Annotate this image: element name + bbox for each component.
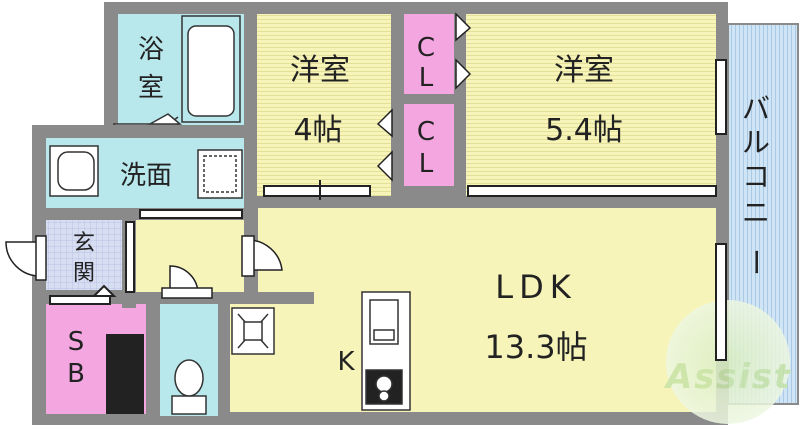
kitchen-counter-icon xyxy=(361,291,411,411)
entrance-area xyxy=(46,220,122,290)
western-54-size: 5.4帖 xyxy=(545,113,623,148)
washroom-label: 洗面 xyxy=(120,161,172,191)
balcony-label-3: コ xyxy=(742,160,770,193)
western-4-label: 洋室 xyxy=(290,53,350,88)
closet-door-1-icon xyxy=(455,12,472,90)
shoe-cabinet-icon xyxy=(106,334,144,414)
door-window-lines xyxy=(49,59,727,361)
western-4-size: 4帖 xyxy=(293,113,342,148)
balcony-label-1: バ xyxy=(742,92,770,125)
closet-1-label-2: L xyxy=(419,63,434,93)
balcony-label-5: ー xyxy=(739,248,772,276)
bath-label-1: 浴 xyxy=(138,35,164,65)
entrance-label-2: 関 xyxy=(73,261,95,286)
balcony-label-4: ニ xyxy=(742,196,770,229)
bathtub-icon xyxy=(181,15,241,123)
ldk-label: LDK xyxy=(495,268,576,306)
watermark-text: Assist xyxy=(663,357,792,397)
kitchen-label: K xyxy=(337,347,355,377)
bath-label-2: 室 xyxy=(138,73,164,103)
closet-1-label-1: C xyxy=(417,33,435,63)
fixtures xyxy=(49,15,411,415)
washing-machine-icon xyxy=(197,149,243,199)
shoe-box-label-1: S xyxy=(68,327,85,357)
western-room-54-area xyxy=(466,14,716,196)
closet-door-2-icon xyxy=(376,108,393,182)
closet-2-label-1: C xyxy=(417,117,435,147)
shoe-box-label-2: B xyxy=(67,359,85,389)
closet-1-area xyxy=(404,14,454,94)
toilet-icon xyxy=(171,359,207,415)
balcony-label-2: ル xyxy=(742,126,770,159)
entrance-door-icon xyxy=(5,241,41,277)
door-swings xyxy=(5,12,472,299)
western-room-4-area xyxy=(257,14,391,196)
assist-watermark: Assist xyxy=(663,300,792,424)
western-54-label: 洋室 xyxy=(554,53,614,88)
ldk-size: 13.3帖 xyxy=(484,328,587,366)
closet-2-area xyxy=(404,104,454,186)
exhaust-fan-icon xyxy=(231,307,275,355)
entrance-label-1: 玄 xyxy=(73,231,95,256)
closet-2-label-2: L xyxy=(419,149,434,179)
ldk-area xyxy=(230,206,716,412)
room-labels: 浴 室 洋室 4帖 C L C L 洋室 5.4帖 洗面 玄 関 S B LDK… xyxy=(67,33,772,389)
washbasin-icon xyxy=(49,145,99,197)
